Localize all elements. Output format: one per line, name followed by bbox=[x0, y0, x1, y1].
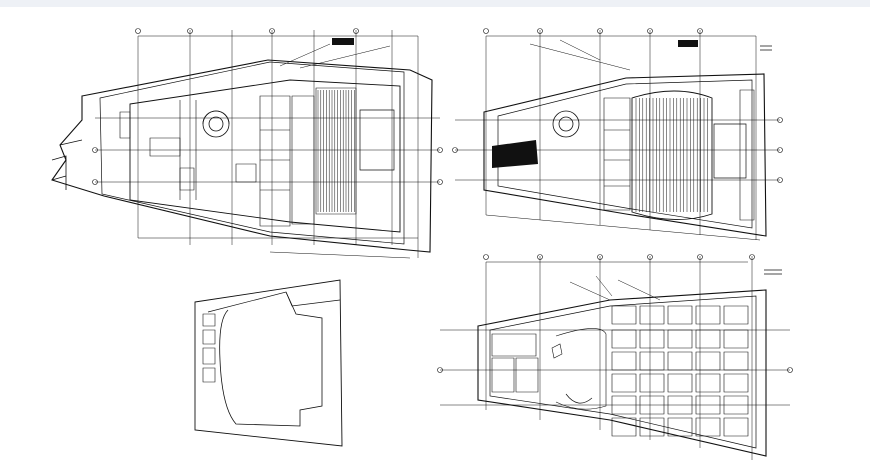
room-cell bbox=[724, 374, 748, 392]
seating-rows bbox=[318, 90, 354, 212]
room-cell bbox=[640, 330, 664, 348]
room-cell bbox=[724, 418, 748, 436]
title-block-mark bbox=[332, 38, 354, 45]
room-cell bbox=[668, 306, 692, 324]
grid-lines bbox=[455, 30, 780, 240]
seating-rows bbox=[636, 98, 707, 212]
plan-top-right bbox=[453, 29, 783, 241]
building-inner-wall bbox=[498, 80, 752, 228]
room-cell bbox=[640, 374, 664, 392]
prow-detail bbox=[52, 140, 82, 190]
room-cell bbox=[668, 352, 692, 370]
grid-lines bbox=[95, 30, 440, 258]
room-cell bbox=[668, 396, 692, 414]
seating-block bbox=[316, 88, 356, 214]
rooms-left bbox=[492, 334, 538, 392]
room-cell bbox=[724, 352, 748, 370]
building-outline bbox=[478, 290, 766, 456]
building-outline bbox=[484, 74, 766, 236]
grid-bubbles bbox=[438, 255, 793, 373]
title-block-lines bbox=[764, 270, 782, 274]
building-outline bbox=[52, 60, 432, 252]
foyer-column bbox=[552, 344, 562, 358]
site-boundary bbox=[195, 280, 342, 446]
leader-lines bbox=[570, 276, 660, 300]
plan-top-left bbox=[52, 29, 443, 259]
room-cell bbox=[612, 306, 636, 324]
outline-bottom-left bbox=[195, 280, 342, 446]
room-cell bbox=[612, 396, 636, 414]
stage bbox=[360, 110, 394, 170]
room-cell bbox=[612, 374, 636, 392]
top-strip bbox=[0, 0, 870, 7]
lobby-hatch bbox=[492, 140, 538, 168]
rooms bbox=[604, 90, 754, 220]
room-cell bbox=[668, 418, 692, 436]
hall-outline bbox=[220, 292, 322, 426]
room-cell bbox=[696, 374, 720, 392]
room-cell bbox=[724, 396, 748, 414]
room-cell bbox=[696, 330, 720, 348]
room-cell bbox=[612, 352, 636, 370]
room-cell bbox=[696, 396, 720, 414]
spiral-stair-core bbox=[209, 117, 223, 131]
plan-bottom-right bbox=[438, 255, 793, 461]
room-cell bbox=[640, 396, 664, 414]
auditorium-shell bbox=[632, 91, 712, 220]
room-cell bbox=[696, 418, 720, 436]
room-cell bbox=[612, 418, 636, 436]
spiral-stair-arc bbox=[203, 111, 229, 124]
room-cell bbox=[724, 306, 748, 324]
grid-bubbles bbox=[93, 29, 443, 185]
stage bbox=[714, 124, 746, 178]
room-cell bbox=[668, 330, 692, 348]
foyer bbox=[556, 328, 606, 409]
room-cell bbox=[612, 330, 636, 348]
foyer-curve bbox=[566, 394, 592, 403]
room-cell bbox=[640, 418, 664, 436]
spiral-stair-core bbox=[559, 117, 573, 131]
title-block-mark bbox=[678, 40, 698, 47]
room-cell bbox=[668, 374, 692, 392]
room-cell bbox=[696, 352, 720, 370]
building-inner-wall bbox=[490, 296, 756, 448]
side-rooms bbox=[203, 314, 215, 382]
rooms bbox=[612, 306, 748, 436]
room-cell bbox=[696, 306, 720, 324]
leader-lines bbox=[280, 44, 390, 68]
upper-wall bbox=[208, 292, 340, 312]
title-block-lines bbox=[760, 46, 772, 50]
room-cell bbox=[640, 306, 664, 324]
interior-floor bbox=[130, 80, 400, 232]
leader-lines bbox=[530, 40, 630, 70]
room-cell bbox=[724, 330, 748, 348]
building-inner-wall bbox=[100, 62, 404, 244]
spiral-stair bbox=[553, 111, 579, 137]
rooms bbox=[120, 96, 314, 226]
room-cell bbox=[640, 352, 664, 370]
grid-bubbles bbox=[453, 29, 783, 183]
